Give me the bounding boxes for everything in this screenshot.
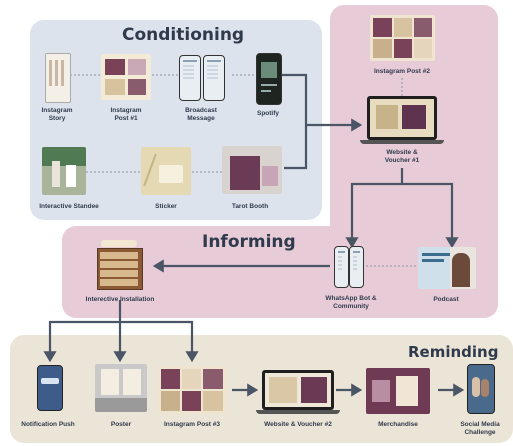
broadcast-message-label: Broadcast Message: [185, 107, 217, 122]
reminding-title: Reminding: [408, 343, 499, 361]
instagram-story-label: Instagram Story: [41, 107, 73, 122]
whatsapp-phone-left: [334, 246, 349, 288]
podcast-thumb: [418, 247, 476, 289]
informing-title: Informing: [202, 232, 296, 252]
instagram-post-3-thumb: [158, 366, 226, 414]
spotify-label: Spotify: [256, 110, 280, 117]
instagram-post-3-label: Instagram Post #3: [164, 421, 220, 428]
interactive-installation-thumb: [97, 240, 143, 290]
website-voucher-1-label: Website & Voucher #1: [384, 149, 420, 164]
website-voucher-1-laptop: [367, 96, 437, 140]
instagram-post-1-thumb: [101, 54, 151, 100]
interactive-installation-label: Interective Installation: [85, 296, 155, 303]
podcast-label: Podcast: [433, 296, 459, 303]
sticker-label: Sticker: [155, 203, 177, 210]
instagram-post-1-label: Instagram Post #1: [110, 107, 142, 122]
tarot-booth-label: Tarot Booth: [231, 203, 269, 210]
conditioning-title: Conditioning: [122, 25, 245, 45]
social-media-challenge-label: Social Media Challenge: [460, 421, 500, 436]
whatsapp-bot-label: WhatsApp Bot & Community: [325, 295, 377, 310]
instagram-story-thumb: [45, 53, 71, 103]
laptop-2-base: [256, 410, 340, 414]
website-voucher-2-label: Website & Voucher #2: [264, 421, 332, 428]
spotify-thumb: [256, 53, 282, 105]
notification-push-phone: [37, 365, 63, 411]
merchandise-thumb: [366, 368, 430, 414]
notification-push-label: Notification Push: [21, 421, 75, 428]
poster-label: Poster: [110, 421, 132, 428]
merchandise-label: Merchandise: [378, 421, 418, 428]
instagram-post-2-label: Instagram Post #2: [374, 68, 430, 75]
laptop-base: [360, 140, 444, 144]
broadcast-phone-left: [179, 55, 201, 101]
interactive-standee-label: Interactive Standee: [39, 203, 99, 210]
tarot-booth-thumb: [222, 146, 282, 194]
instagram-post-2-thumb: [370, 15, 435, 61]
interactive-standee-thumb: [42, 147, 86, 195]
broadcast-phone-right: [203, 55, 225, 101]
website-voucher-2-laptop: [262, 370, 334, 410]
whatsapp-phone-right: [349, 246, 364, 288]
social-media-challenge-phone: [467, 364, 495, 414]
poster-thumb: [95, 364, 147, 412]
sticker-thumb: [141, 147, 191, 195]
